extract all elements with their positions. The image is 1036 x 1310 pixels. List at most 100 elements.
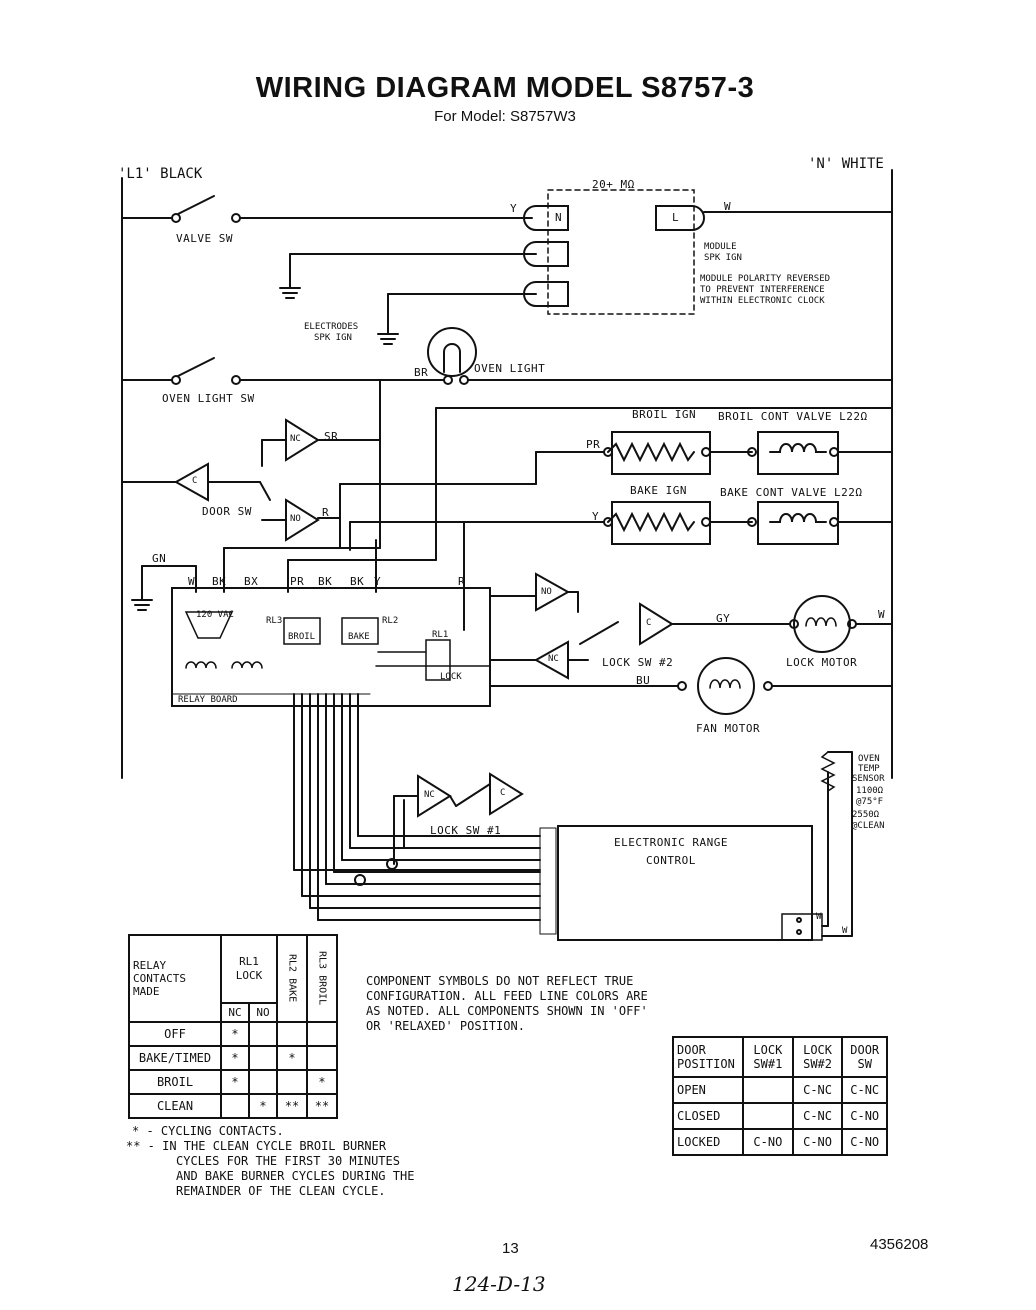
module-resistance-label: 20+ MΩ xyxy=(592,178,635,191)
wire-gn-label: GN xyxy=(152,552,167,565)
wire-gy-label: GY xyxy=(716,612,731,625)
vac-label: 120 VAC xyxy=(196,610,234,620)
lock-switch-2-label: LOCK SW #2 xyxy=(602,656,674,669)
wire-r-label: R xyxy=(322,506,330,519)
electrodes-spk-label: SPK IGN xyxy=(314,333,352,343)
relay-table-no-header: NO xyxy=(247,1002,279,1023)
c-label-1: C xyxy=(192,476,198,486)
table-row: OPEN C-NC C-NC xyxy=(672,1076,888,1104)
electrodes-label: ELECTRODES xyxy=(304,322,359,332)
relay-table-rl3-header: RL3 BROIL xyxy=(306,934,338,1023)
relay-table-rl2-header: RL2 BAKE xyxy=(276,934,308,1023)
no-label-1: NO xyxy=(290,514,301,524)
module-n-label: N xyxy=(555,211,563,224)
nc-label-2: NC xyxy=(548,654,559,664)
sensor-label-4: 1100Ω xyxy=(856,786,884,796)
relay-contacts-table: RELAY CONTACTS MADE RL1 LOCK RL2 BAKE RL… xyxy=(128,934,338,1119)
wire-w3-label: W xyxy=(816,912,822,922)
wire-sr-label: SR xyxy=(324,430,339,443)
sensor-label-6: 2550Ω xyxy=(852,810,880,820)
table-row: BROIL * * xyxy=(128,1069,338,1095)
footnote-5: REMAINDER OF THE CLEAN CYCLE. xyxy=(176,1184,386,1198)
page-title: WIRING DIAGRAM MODEL S8757-3 xyxy=(255,72,755,104)
oven-light-switch-label: OVEN LIGHT SW xyxy=(162,392,255,405)
relay-board-label: RELAY BOARD xyxy=(178,695,238,705)
wire-br-label: BR xyxy=(414,366,429,379)
wire-w4-label: W xyxy=(842,926,848,936)
module-l-label: L xyxy=(672,211,680,224)
module-spk-label: SPK IGN xyxy=(704,253,742,263)
wire-w2-label: W xyxy=(878,608,886,621)
relay-table-header: RELAY CONTACTS MADE xyxy=(128,934,222,1023)
lock-switch-1-label: LOCK SW #1 xyxy=(430,824,502,837)
footnote-2: ** - IN THE CLEAN CYCLE BROIL BURNER xyxy=(126,1139,387,1153)
polarity-note-1: MODULE POLARITY REVERSED xyxy=(700,274,831,284)
lock-motor-label: LOCK MOTOR xyxy=(786,656,858,669)
table-row: BAKE/TIMED * * xyxy=(128,1045,338,1071)
n-label: 'N' WHITE xyxy=(808,156,884,172)
table-row: LOCKED C-NO C-NO C-NO xyxy=(672,1128,888,1156)
terminal-bk2-label: BK xyxy=(318,575,333,588)
terminal-y-label: Y xyxy=(374,575,382,588)
footnote-3: CYCLES FOR THE FIRST 30 MINUTES xyxy=(176,1154,400,1168)
relay-table-rl1-header: RL1 LOCK xyxy=(220,934,278,1004)
broil-relay-label: BROIL xyxy=(288,632,316,642)
bake-ign-label: BAKE IGN xyxy=(630,484,687,497)
door-table-h1: LOCK SW#1 xyxy=(742,1036,794,1078)
table-row: OFF * xyxy=(128,1021,338,1047)
door-position-table: DOOR POSITION LOCK SW#1 LOCK SW#2 DOOR S… xyxy=(672,1036,888,1156)
terminal-bk3-label: BK xyxy=(350,575,365,588)
wire-y2-label: Y xyxy=(592,510,600,523)
sensor-label-3: SENSOR xyxy=(852,774,885,784)
component-note-4: OR 'RELAXED' POSITION. xyxy=(366,1019,525,1033)
c-label-3: C xyxy=(500,788,506,798)
sensor-label-2: TEMP xyxy=(858,764,880,774)
door-table-h0: DOOR POSITION xyxy=(672,1036,744,1078)
terminal-pr-label: PR xyxy=(290,575,305,588)
part-number: 4356208 xyxy=(870,1236,929,1253)
wire-pr-label: PR xyxy=(586,438,601,451)
door-switch-label: DOOR SW xyxy=(202,505,252,518)
lock-relay-label: LOCK xyxy=(440,672,462,682)
footnote-4: AND BAKE BURNER CYCLES DURING THE xyxy=(176,1169,415,1183)
sensor-label-1: OVEN xyxy=(858,754,880,764)
erc-label-2: CONTROL xyxy=(646,854,696,867)
component-note-3: AS NOTED. ALL COMPONENTS SHOWN IN 'OFF' xyxy=(366,1004,648,1018)
polarity-note-3: WITHIN ELECTRONIC CLOCK xyxy=(700,296,825,306)
sensor-label-5: @75°F xyxy=(856,797,884,807)
terminal-bk1-label: BK xyxy=(212,575,227,588)
terminal-r-label: R xyxy=(458,575,466,588)
door-table-h3: DOOR SW xyxy=(841,1036,888,1078)
handwritten-note: 124-D-13 xyxy=(452,1272,546,1296)
bake-valve-label: BAKE CONT VALVE L22Ω xyxy=(720,486,863,499)
valve-switch-label: VALVE SW xyxy=(176,232,233,245)
table-row: CLOSED C-NC C-NO xyxy=(672,1102,888,1130)
relay-table-nc-header: NC xyxy=(220,1002,250,1023)
component-note-1: COMPONENT SYMBOLS DO NOT REFLECT TRUE xyxy=(366,974,634,988)
page-subtitle: For Model: S8757W3 xyxy=(434,108,576,125)
terminal-bx-label: BX xyxy=(244,575,259,588)
rl2-label: RL2 xyxy=(382,616,399,626)
nc-label-3: NC xyxy=(424,790,435,800)
page-number: 13 xyxy=(502,1240,519,1257)
wire-bu-label: BU xyxy=(636,674,651,687)
rl3-label: RL3 xyxy=(266,616,283,626)
no-label-2: NO xyxy=(541,587,552,597)
rl1-label: RL1 xyxy=(432,630,449,640)
component-note-2: CONFIGURATION. ALL FEED LINE COLORS ARE xyxy=(366,989,648,1003)
wire-w-label: W xyxy=(724,200,732,213)
terminal-w-label: W xyxy=(188,575,196,588)
footnote-1: * - CYCLING CONTACTS. xyxy=(132,1124,284,1138)
door-table-h2: LOCK SW#2 xyxy=(791,1036,844,1078)
oven-light-label: OVEN LIGHT xyxy=(474,362,546,375)
sensor-label-7: @CLEAN xyxy=(852,821,885,831)
table-row: CLEAN * ** ** xyxy=(128,1093,338,1119)
broil-ign-label: BROIL IGN xyxy=(632,408,697,421)
broil-valve-label: BROIL CONT VALVE L22Ω xyxy=(718,410,868,423)
wire-y-label: Y xyxy=(510,202,518,215)
erc-label-1: ELECTRONIC RANGE xyxy=(614,836,728,849)
fan-motor-label: FAN MOTOR xyxy=(696,722,761,735)
nc-label-1: NC xyxy=(290,434,301,444)
l1-label: 'L1' BLACK xyxy=(118,166,203,182)
